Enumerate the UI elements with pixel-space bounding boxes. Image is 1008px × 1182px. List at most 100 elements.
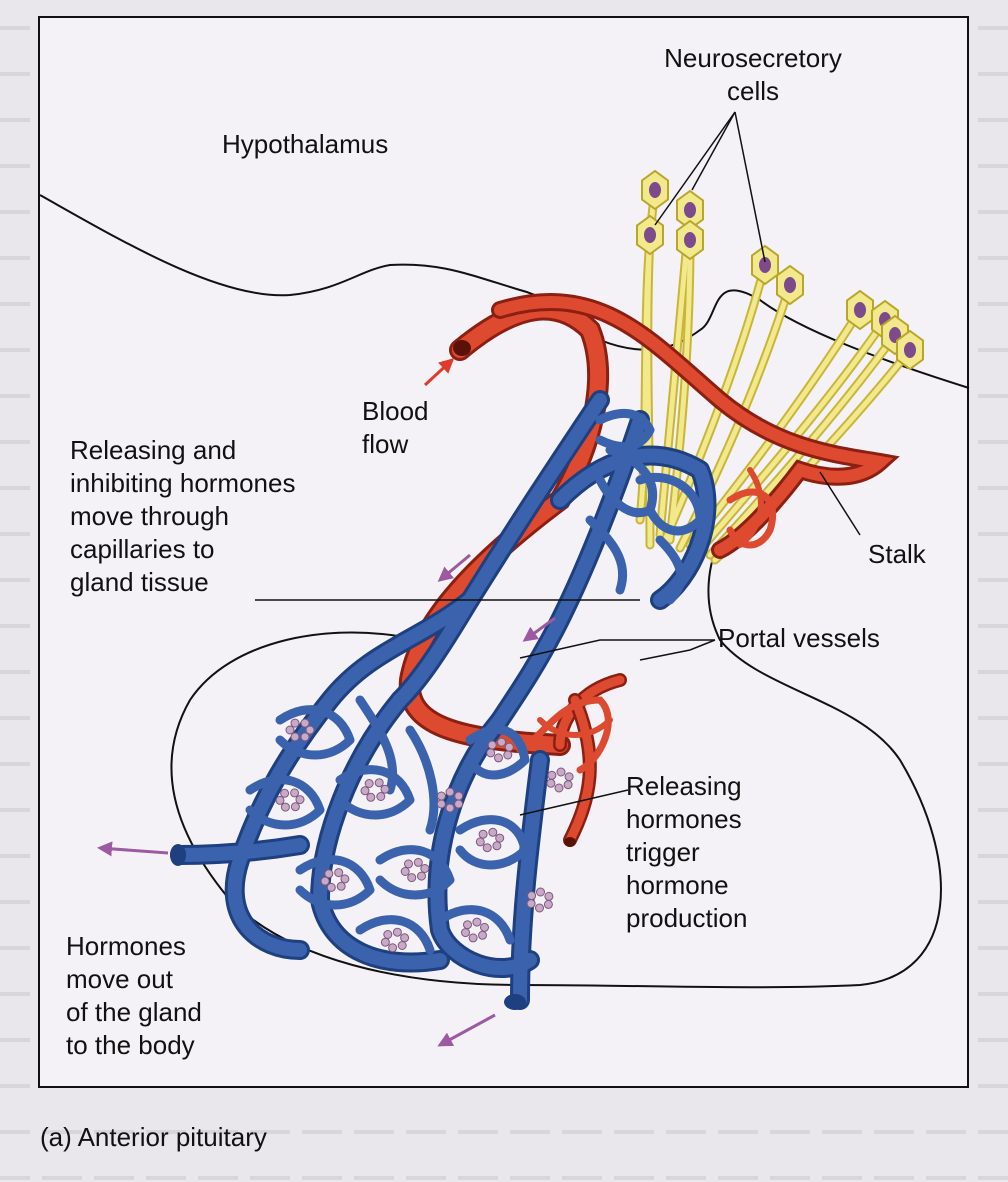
hormone-granule-icon	[463, 920, 472, 930]
artery-inlet	[453, 340, 471, 356]
neurosecretory-cell-icon	[676, 219, 704, 261]
neurosecretory-cells-label: Neurosecretory cells	[664, 43, 842, 106]
hormone-granule-icon	[275, 795, 285, 805]
hormone-granule-icon	[436, 791, 446, 801]
hormone-granule-icon	[340, 874, 350, 884]
hormone-granule-icon	[494, 753, 503, 763]
hormone-granule-icon	[300, 732, 310, 742]
neurosecretory-cell-icon	[636, 214, 664, 256]
hypothalamus-label: Hypothalamus	[222, 129, 389, 159]
hormone-granule-icon	[404, 859, 413, 869]
hormone-granule-icon	[478, 930, 487, 940]
hormone-granule-icon	[497, 737, 506, 747]
portal-vessels-label: Portal vessels	[718, 623, 880, 653]
neurosecretory-cells	[636, 169, 924, 371]
portal-vessels	[170, 390, 717, 1010]
hormone-granule-icon	[468, 933, 478, 943]
figure-caption: (a) Anterior pituitary	[40, 1122, 267, 1152]
vein-outlet-bottom	[504, 994, 526, 1010]
hormone-granule-icon	[547, 770, 557, 780]
hormone-granule-icon	[480, 922, 489, 932]
hormone-granule-icon	[436, 799, 446, 809]
hormone-granule-icon	[413, 857, 423, 867]
hormone-granule-icon	[492, 841, 502, 851]
hormone-granule-icon	[334, 868, 344, 878]
hormone-granule-icon	[554, 783, 564, 793]
hormone-granule-icon	[454, 791, 464, 801]
hormone-granule-icon	[482, 843, 492, 853]
hormone-granule-icon	[295, 795, 305, 805]
flow-arrow-icon	[437, 1013, 496, 1047]
hormone-granule-icon	[400, 867, 410, 876]
hormone-granule-icon	[407, 873, 417, 883]
hormone-granule-icon	[380, 937, 390, 947]
releasing-inhibiting-label: Releasing and inhibiting hormones move t…	[70, 435, 296, 597]
hormone-granule-icon	[526, 899, 536, 909]
artery-outlet-bottom	[564, 837, 576, 847]
hormone-granule-icon	[360, 786, 370, 796]
hormone-granule-icon	[290, 732, 300, 742]
background-text-line	[0, 1130, 1008, 1134]
hormone-granule-icon	[478, 829, 488, 839]
hormone-granule-icon	[397, 941, 407, 950]
hormone-granule-icon	[475, 837, 485, 847]
vein-outlet-left	[170, 844, 186, 866]
hormone-granule-icon	[495, 833, 505, 843]
hormone-granule-icon	[556, 767, 566, 777]
hormone-granule-icon	[300, 718, 310, 728]
hormone-granule-icon	[504, 742, 514, 752]
hormone-granule-icon	[380, 784, 390, 794]
hormone-granule-icon	[364, 779, 374, 788]
hormone-granule-icon	[536, 887, 545, 897]
hormone-granule-icon	[420, 864, 430, 873]
neurosecretory-cell-icon	[776, 264, 804, 306]
hormone-granule-icon	[454, 799, 464, 809]
hormone-granule-icon	[290, 802, 300, 812]
hormone-granule-icon	[503, 750, 513, 760]
hormone-granule-icon	[400, 933, 410, 943]
hormone-granule-icon	[280, 802, 290, 812]
hormone-granule-icon	[461, 928, 470, 938]
hormone-granule-icon	[388, 943, 398, 953]
hormone-granule-icon	[543, 899, 553, 909]
stalk-label: Stalk	[868, 539, 926, 569]
blood-flow-label: Blood flow	[362, 396, 429, 459]
hormone-granule-icon	[488, 827, 498, 837]
hormone-granule-icon	[445, 803, 455, 813]
flow-arrow-icon	[97, 841, 169, 857]
hormone-granule-icon	[290, 718, 300, 728]
hormone-granule-icon	[320, 876, 330, 886]
hormone-granule-icon	[366, 792, 376, 802]
hormones-out-label: Hormones move out of the gland to the bo…	[66, 931, 202, 1060]
hormone-granule-icon	[535, 903, 544, 913]
hormone-granule-icon	[305, 725, 315, 735]
neurosecretory-cell-icon	[896, 329, 924, 371]
hormone-granule-icon	[383, 930, 393, 939]
hormone-granule-icon	[376, 792, 386, 801]
hormone-granule-icon	[336, 881, 346, 891]
hormone-granule-icon	[290, 788, 300, 798]
hormone-granule-icon	[564, 772, 574, 782]
artery	[398, 293, 900, 847]
hormone-granule-icon	[326, 882, 336, 892]
hormone-granule-icon	[472, 917, 482, 927]
leader-lines	[255, 111, 861, 816]
neurosecretory-cell-icon	[846, 289, 874, 331]
neurosecretory-cell-icon	[641, 169, 669, 211]
hormone-granules	[275, 718, 574, 953]
hormone-granule-icon	[527, 891, 537, 901]
hormone-granule-icon	[374, 778, 384, 788]
neurosecretory-cell-icon	[751, 244, 779, 286]
pituitary-outline	[170, 539, 942, 989]
hormone-granule-icon	[563, 780, 573, 790]
background-text-line	[0, 1176, 1008, 1180]
hormone-granule-icon	[486, 748, 496, 758]
hormone-granule-icon	[285, 725, 295, 735]
hormone-granule-icon	[324, 869, 334, 879]
hormone-granule-icon	[392, 927, 402, 937]
hormone-granule-icon	[417, 871, 426, 881]
hormone-granule-icon	[487, 740, 497, 750]
flow-arrow-icon	[437, 553, 471, 582]
hormone-granule-icon	[445, 787, 455, 797]
